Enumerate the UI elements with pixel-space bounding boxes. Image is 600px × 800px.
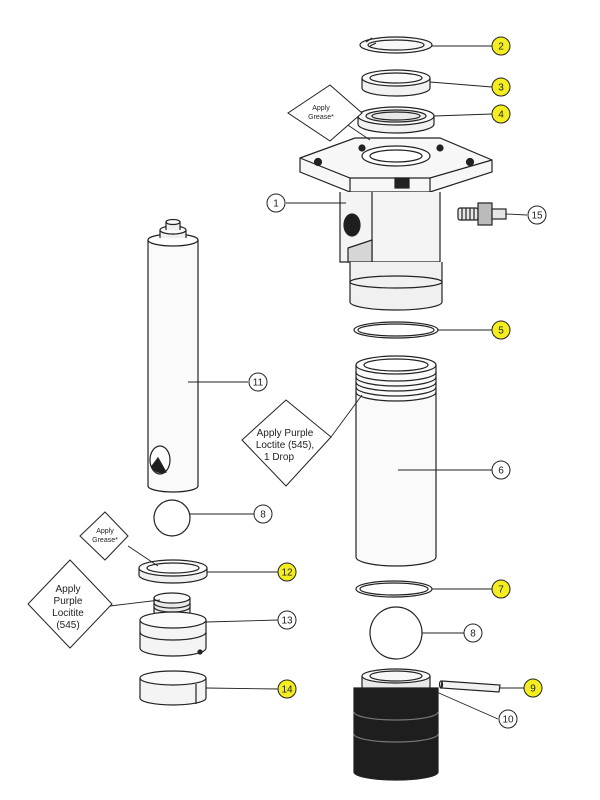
callout-number: 10 bbox=[502, 715, 514, 726]
callout-number: 5 bbox=[498, 326, 504, 337]
callout-8-left: 8 bbox=[253, 504, 273, 524]
callout-8-right: 8 bbox=[463, 623, 483, 643]
callout-6: 6 bbox=[491, 460, 511, 480]
part-12-seal-ring bbox=[138, 559, 208, 584]
note-grease-top-line-1: Apply bbox=[312, 105, 330, 112]
callout-number: 4 bbox=[498, 110, 504, 121]
callout-9: 9 bbox=[523, 678, 543, 698]
note-loctite-left-line-3: Locitite bbox=[52, 608, 84, 619]
part-7-o-ring bbox=[355, 580, 433, 598]
note-loctite-left-line-1: Apply bbox=[55, 584, 80, 595]
part-5-o-ring bbox=[353, 321, 439, 339]
note-grease-left: Apply Grease* bbox=[79, 511, 129, 561]
note-loctite-center: Apply Purple Loctite (545), 1 Drop bbox=[241, 399, 332, 487]
note-loctite-left-line-2: Purple bbox=[54, 596, 83, 607]
callout-circle bbox=[463, 623, 483, 643]
part-1-housing bbox=[299, 137, 493, 311]
note-grease-top: Apply Grease* bbox=[287, 84, 363, 142]
callout-number: 12 bbox=[281, 568, 293, 579]
callout-3: 3 bbox=[491, 77, 511, 97]
part-11-piston-rod bbox=[147, 218, 199, 493]
callout-circle bbox=[277, 562, 297, 582]
part-14-collar bbox=[139, 670, 207, 706]
callout-number: 11 bbox=[253, 378, 264, 389]
part-6-barrel bbox=[355, 355, 437, 567]
callout-circle bbox=[491, 579, 511, 599]
callout-bubbles: 2 3 4 1 15 5 6 7 8 9 10 11 8 12 13 14 bbox=[248, 36, 547, 729]
note-loctite-left: Apply Purple Locitite (545) bbox=[27, 559, 113, 649]
callout-circle bbox=[491, 320, 511, 340]
callout-number: 8 bbox=[260, 510, 266, 521]
callout-circle bbox=[253, 504, 273, 524]
callout-circle bbox=[491, 36, 511, 56]
callout-number: 2 bbox=[498, 42, 504, 53]
callout-number: 7 bbox=[498, 585, 504, 596]
note-loctite-center-line-1: Apply Purple bbox=[257, 428, 314, 439]
callout-12: 12 bbox=[277, 562, 297, 582]
part-13-adapter bbox=[139, 592, 207, 657]
note-loctite-center-line-3: 1 Drop bbox=[264, 452, 294, 463]
part-4-seal bbox=[357, 106, 435, 134]
part-10-nozzle bbox=[353, 668, 439, 781]
callout-10: 10 bbox=[498, 709, 518, 729]
note-grease-left-line-2: Grease* bbox=[92, 537, 118, 544]
callout-1: 1 bbox=[266, 193, 286, 213]
part-3-bushing bbox=[361, 69, 431, 97]
callout-circle bbox=[523, 678, 543, 698]
callout-circle bbox=[527, 205, 547, 225]
callout-number: 3 bbox=[498, 83, 504, 94]
callout-4: 4 bbox=[491, 104, 511, 124]
callout-circle bbox=[266, 193, 286, 213]
part-2-snap-ring bbox=[359, 36, 433, 54]
callout-number: 14 bbox=[281, 685, 293, 696]
callout-number: 15 bbox=[531, 211, 543, 222]
callout-15: 15 bbox=[527, 205, 547, 225]
leader-lines bbox=[109, 45, 528, 720]
note-grease-top-line-2: Grease* bbox=[308, 114, 334, 121]
note-grease-left-line-1: Apply bbox=[96, 528, 114, 535]
callout-14: 14 bbox=[277, 679, 297, 699]
callout-number: 6 bbox=[498, 466, 504, 477]
part-8-ball-left bbox=[153, 499, 191, 537]
callout-number: 9 bbox=[530, 684, 536, 695]
callout-13: 13 bbox=[277, 610, 297, 630]
callout-circle bbox=[491, 460, 511, 480]
callout-circle bbox=[491, 104, 511, 124]
callout-circle bbox=[491, 77, 511, 97]
callout-5: 5 bbox=[491, 320, 511, 340]
callout-number: 8 bbox=[470, 629, 476, 640]
callout-11: 11 bbox=[248, 372, 268, 392]
callout-number: 1 bbox=[273, 199, 279, 210]
callout-number: 13 bbox=[281, 616, 293, 627]
part-8-ball-right bbox=[369, 606, 423, 660]
callout-circle bbox=[248, 372, 268, 392]
note-loctite-left-line-4: (545) bbox=[56, 620, 79, 631]
callout-circle bbox=[277, 679, 297, 699]
callout-2: 2 bbox=[491, 36, 511, 56]
part-9-pin bbox=[438, 680, 501, 693]
part-15-fitting bbox=[457, 202, 507, 226]
callout-circle bbox=[498, 709, 518, 729]
callout-circle bbox=[277, 610, 297, 630]
callout-7: 7 bbox=[491, 579, 511, 599]
note-loctite-center-line-2: Loctite (545), bbox=[256, 440, 314, 451]
